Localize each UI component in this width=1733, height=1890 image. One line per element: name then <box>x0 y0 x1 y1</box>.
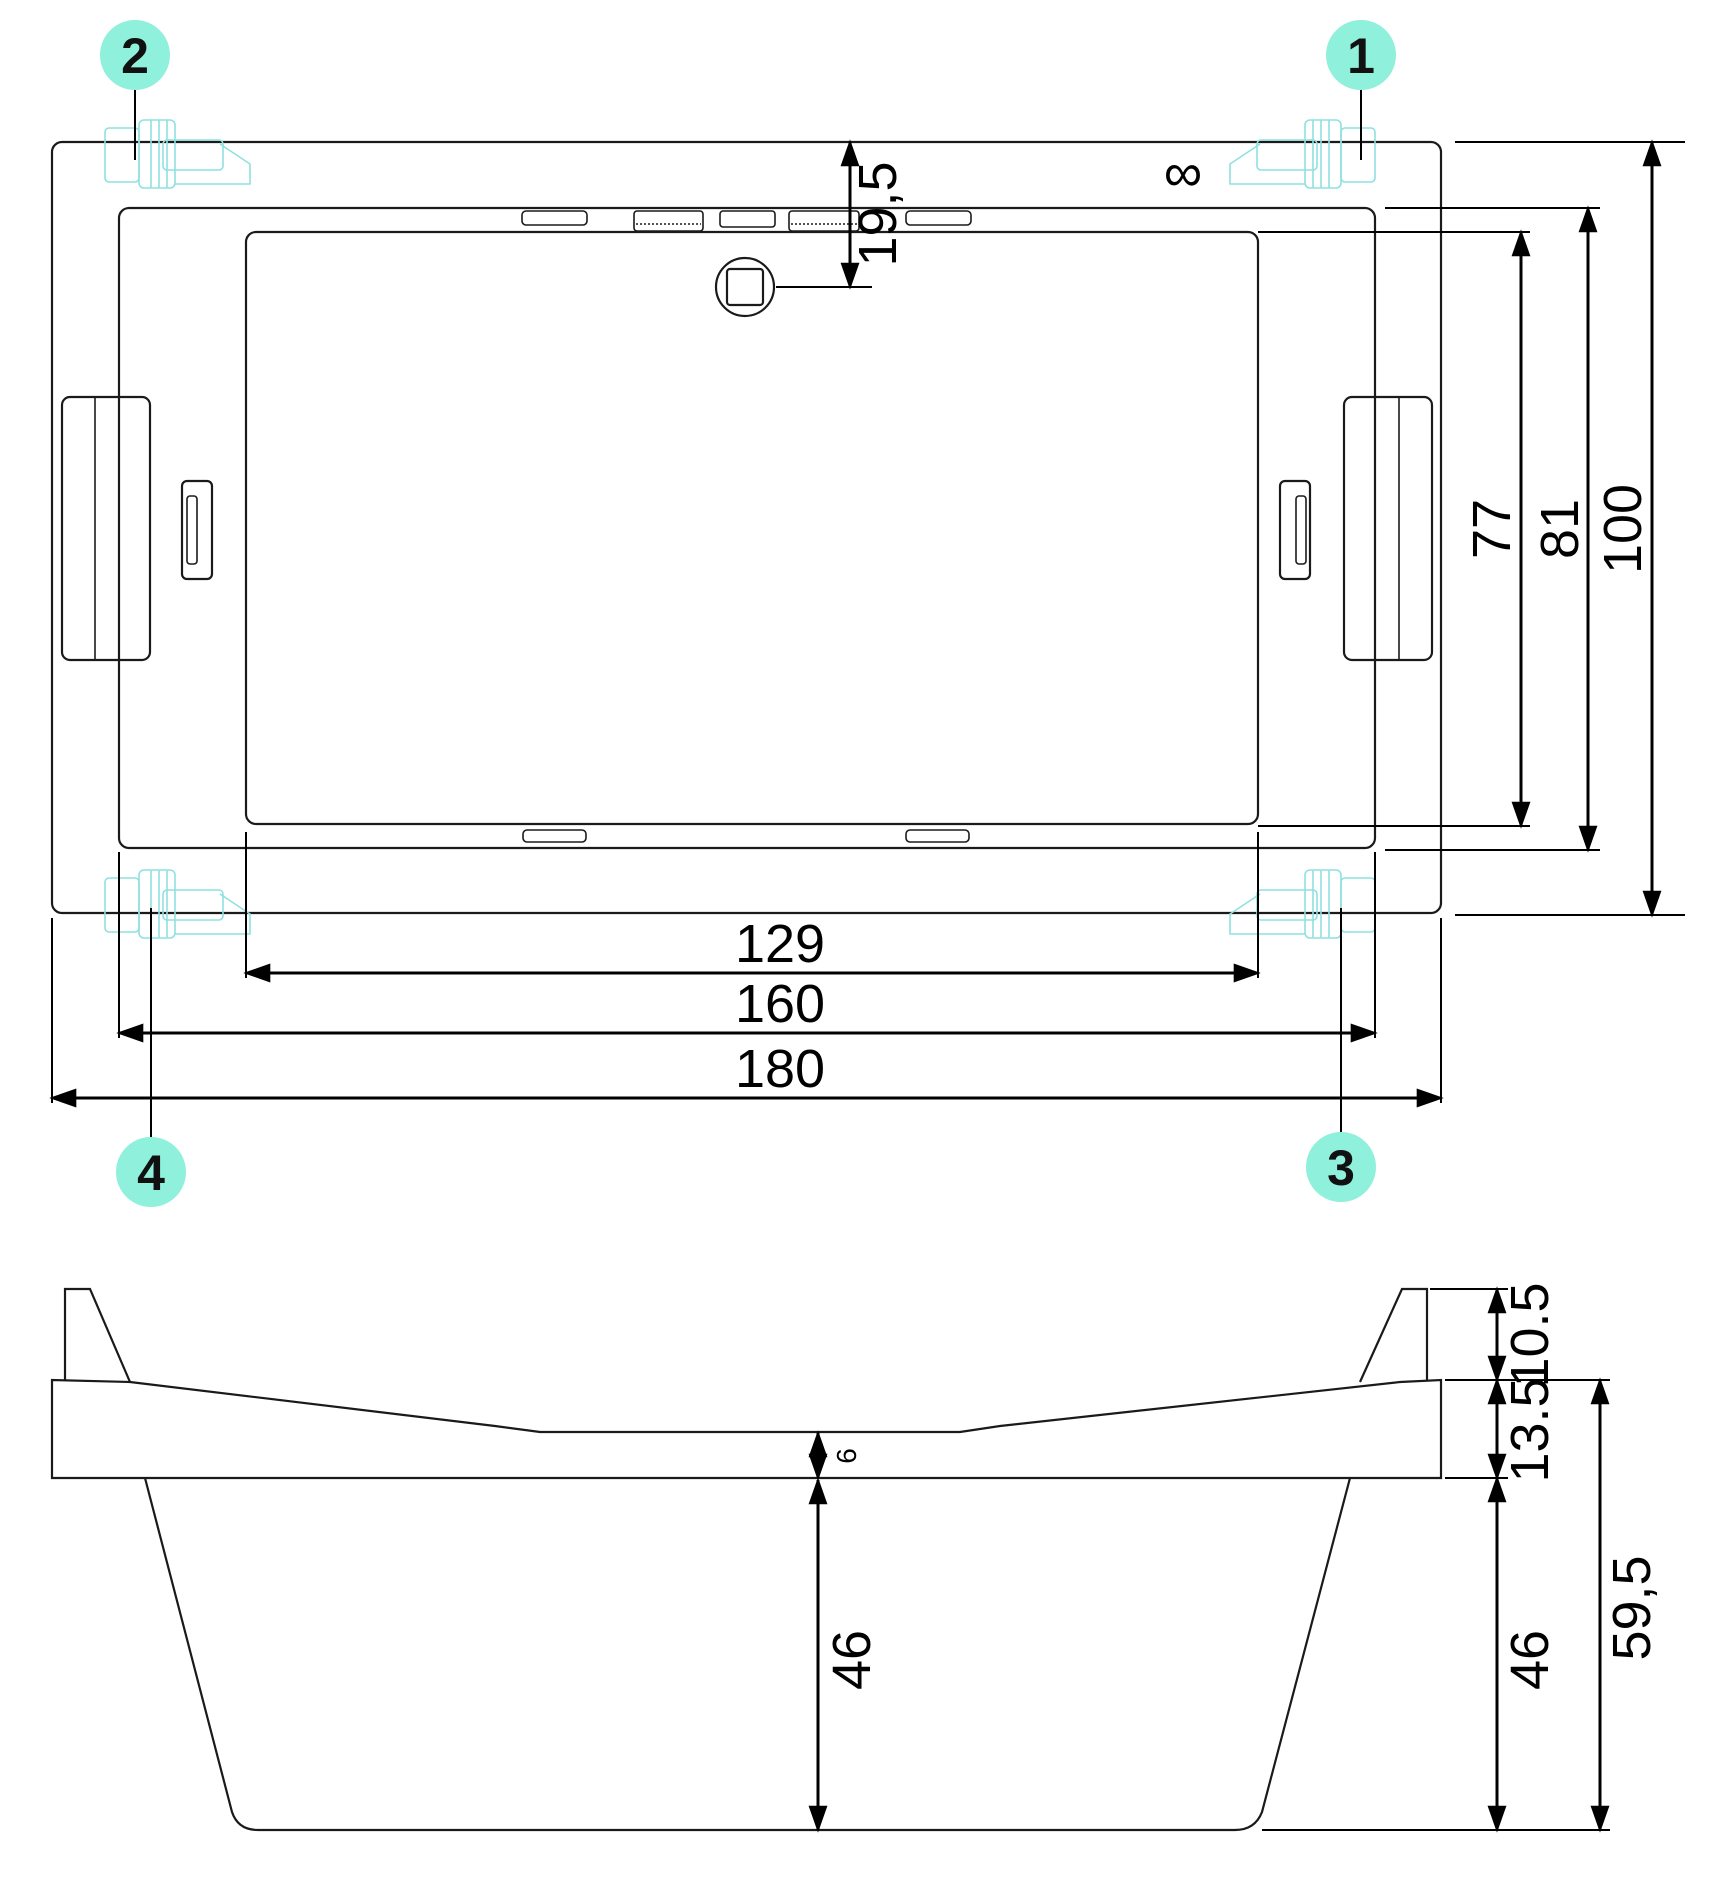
dim-length-rim-inner: 81 <box>1530 205 1598 853</box>
callout-1: 1 <box>1326 20 1396 160</box>
dim-width-inner-basin: 129 <box>243 914 1261 983</box>
svg-text:4: 4 <box>137 1145 165 1201</box>
dim-rim-thickness: 6 <box>808 1430 862 1481</box>
top-fitting-3 <box>719 210 776 228</box>
dim-overall-height: 59,5 <box>1590 1377 1662 1833</box>
top-fitting-1 <box>521 210 588 226</box>
dim-length-inner-basin: 77 <box>1462 229 1531 829</box>
svg-text:1: 1 <box>1347 28 1375 84</box>
top-fitting-2 <box>633 210 704 232</box>
dim-rim-height: 13.5 <box>1487 1377 1560 1483</box>
tap-3-icon <box>1229 869 1376 939</box>
callout-3: 3 <box>1306 908 1376 1202</box>
svg-text:81: 81 <box>1530 499 1590 559</box>
right-handle <box>1342 395 1434 662</box>
svg-text:129: 129 <box>735 914 825 974</box>
svg-text:46: 46 <box>822 1630 882 1690</box>
dim-length-overall: 100 <box>1593 139 1662 918</box>
rim-profile <box>50 1378 1443 1480</box>
basin-outline <box>244 230 1260 826</box>
tap-4-icon <box>104 869 251 939</box>
overflow-symbol: ∞ <box>1164 143 1203 203</box>
svg-text:59,5: 59,5 <box>1602 1555 1662 1660</box>
drain <box>714 256 776 318</box>
right-jet <box>1278 479 1312 581</box>
dim-basin-depth-center: 46 <box>808 1477 882 1833</box>
side-view: 6 46 10.5 13.5 46 59,5 <box>50 1282 1662 1833</box>
bottom-fitting-1 <box>522 829 587 843</box>
basin-body <box>143 1477 1352 1832</box>
dim-tap-height: 10.5 <box>1487 1282 1560 1388</box>
dim-basin-depth-side: 46 <box>1487 1475 1560 1833</box>
svg-text:180: 180 <box>735 1039 825 1099</box>
top-fitting-5 <box>905 210 972 226</box>
right-tap-side <box>1358 1287 1429 1383</box>
inner-rim-outline <box>117 206 1377 850</box>
left-handle <box>60 395 152 662</box>
svg-text:2: 2 <box>121 28 149 84</box>
left-tap-side <box>63 1287 132 1383</box>
tap-2-icon <box>104 119 251 189</box>
dim-width-rim-inner: 160 <box>116 974 1378 1043</box>
svg-text:160: 160 <box>735 974 825 1034</box>
tap-1-icon <box>1229 119 1376 189</box>
svg-text:6: 6 <box>831 1448 862 1464</box>
bottom-fitting-2 <box>905 829 970 843</box>
outer-rim-outline <box>50 140 1443 915</box>
svg-text:100: 100 <box>1593 484 1653 574</box>
svg-text:46: 46 <box>1500 1630 1560 1690</box>
svg-text:3: 3 <box>1327 1140 1355 1196</box>
dim-width-overall: 180 <box>49 1039 1444 1108</box>
svg-text:10.5: 10.5 <box>1500 1282 1560 1387</box>
svg-text:77: 77 <box>1462 499 1522 559</box>
callout-2: 2 <box>100 20 170 160</box>
svg-text:19,5: 19,5 <box>848 161 908 266</box>
left-jet <box>180 479 214 581</box>
top-view: ∞ <box>49 20 1685 1207</box>
dim-depth-to-drain: 19,5 <box>776 139 908 290</box>
svg-text:13.5: 13.5 <box>1500 1377 1560 1482</box>
callout-4: 4 <box>116 908 186 1207</box>
